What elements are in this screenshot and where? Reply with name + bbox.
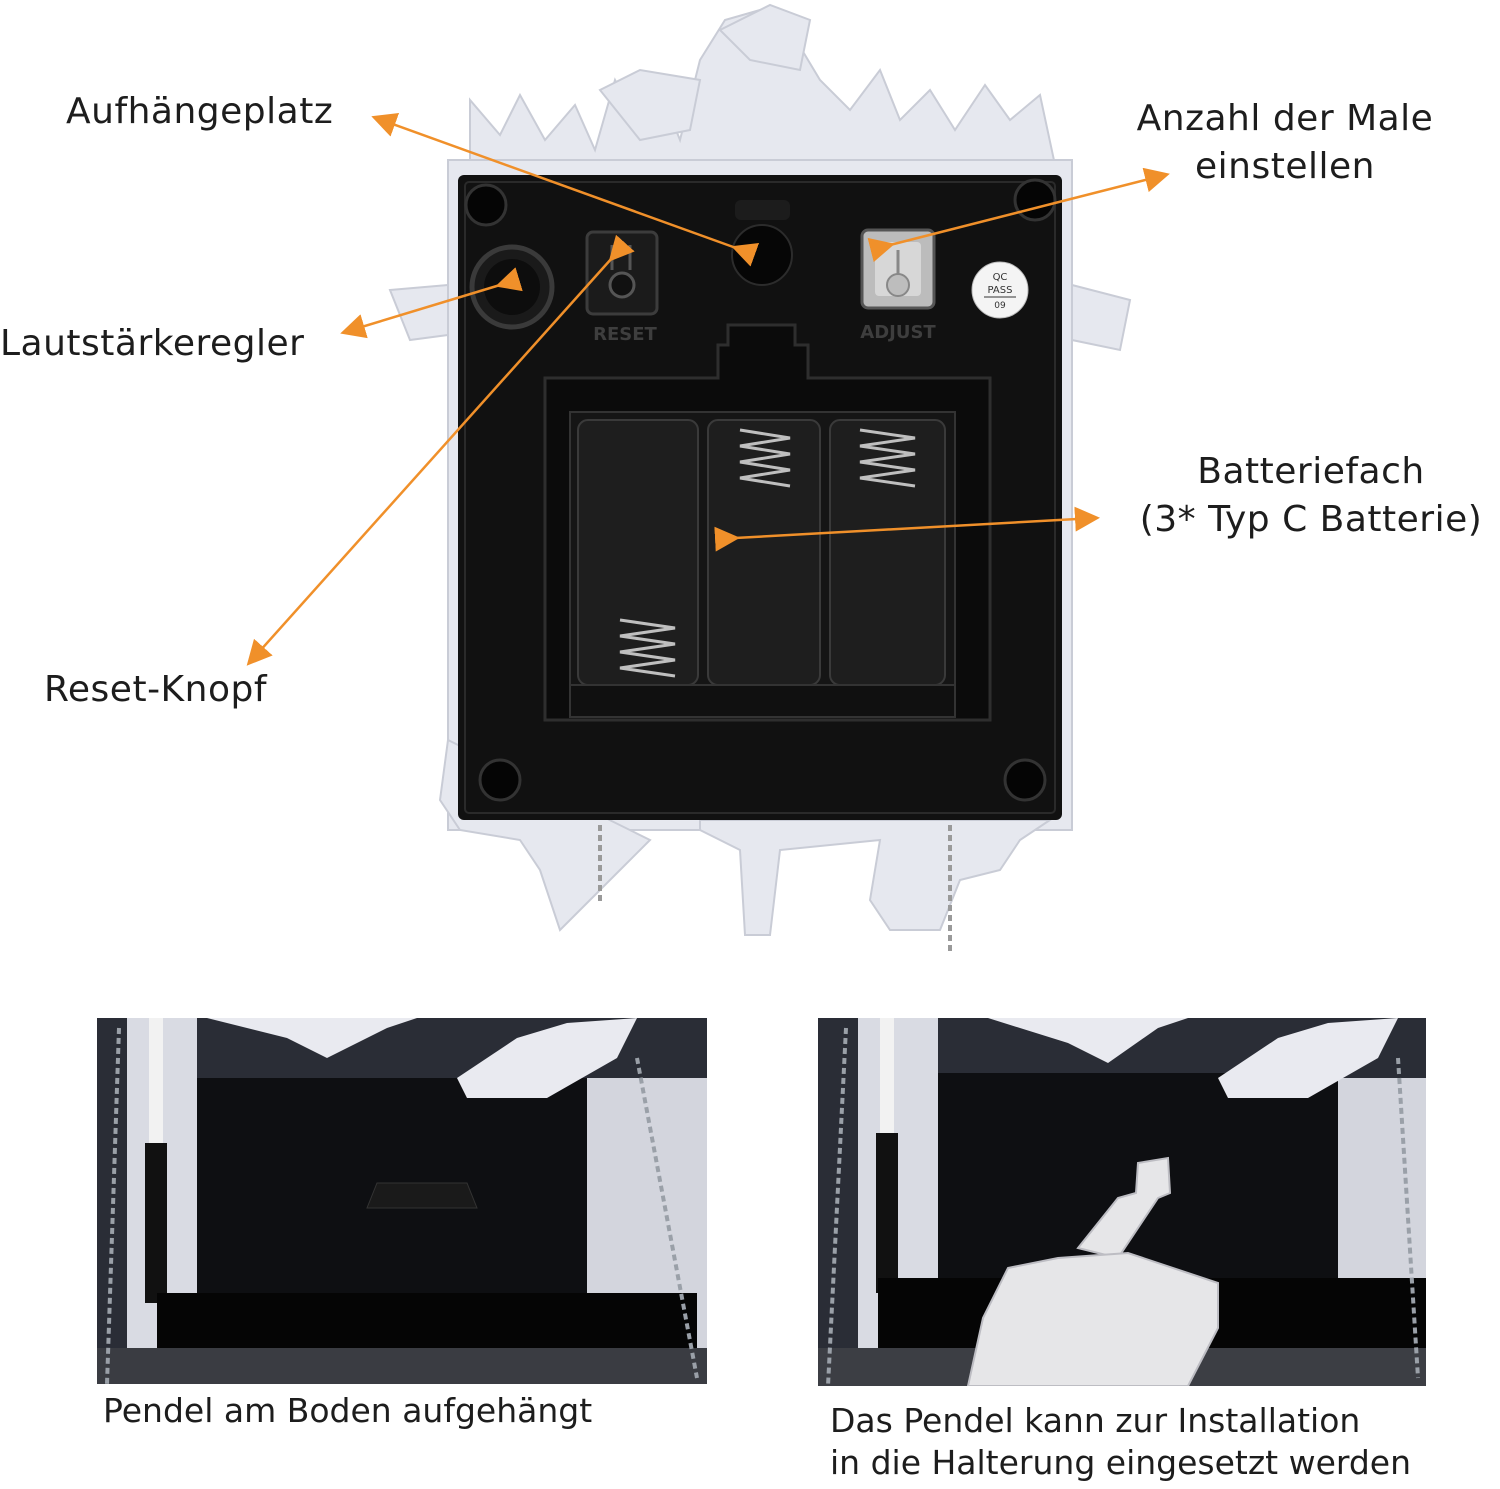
label-volume-control: Lautstärkeregler — [0, 323, 305, 364]
label-battery-line1: Batteriefach — [1197, 451, 1425, 492]
label-strike-count-line1: Anzahl der Male — [1136, 98, 1434, 139]
adjust-engraving: ADJUST — [860, 322, 936, 343]
caption-pendulum-install: Das Pendel kann zur Installation in die … — [830, 1400, 1411, 1484]
svg-text:QC: QC — [993, 272, 1008, 283]
svg-text:09: 09 — [994, 301, 1006, 311]
qc-pass-sticker: QC PASS 09 — [971, 261, 1029, 319]
pendulum-part — [966, 1156, 1219, 1386]
photo-pendulum-hanging — [97, 1018, 707, 1384]
hanging-slot — [731, 200, 793, 286]
label-battery-compartment: Batteriefach (3* Typ C Batterie) — [1130, 448, 1492, 544]
svg-text:PASS: PASS — [988, 285, 1013, 296]
label-hanging-place: Aufhängeplatz — [66, 91, 334, 132]
chains — [598, 825, 952, 955]
arrow-count — [867, 167, 1170, 263]
battery-compartment — [543, 323, 992, 722]
clock-back-illustration: RESET ADJUST QC PASS 09 — [246, 3, 1170, 955]
arrow-hanging — [371, 113, 760, 267]
caption-install-line1: Das Pendel kann zur Installation — [830, 1401, 1361, 1440]
caption-install-line2: in die Halterung eingesetzt werden — [830, 1443, 1412, 1482]
label-battery-line2: (3* Typ C Batterie) — [1139, 499, 1483, 540]
arrow-reset — [246, 234, 635, 666]
label-strike-count: Anzahl der Male einstellen — [1110, 95, 1460, 191]
label-reset-button: Reset-Knopf — [44, 669, 268, 710]
annotation-arrows — [246, 113, 1170, 666]
photo-pendulum-install — [818, 1018, 1426, 1386]
arrow-battery — [714, 506, 1100, 552]
label-strike-count-line2: einstellen — [1195, 146, 1375, 187]
caption-pendulum-hanging: Pendel am Boden aufgehängt — [103, 1391, 593, 1430]
reset-engraving: RESET — [593, 324, 657, 345]
volume-knob[interactable] — [469, 244, 555, 330]
